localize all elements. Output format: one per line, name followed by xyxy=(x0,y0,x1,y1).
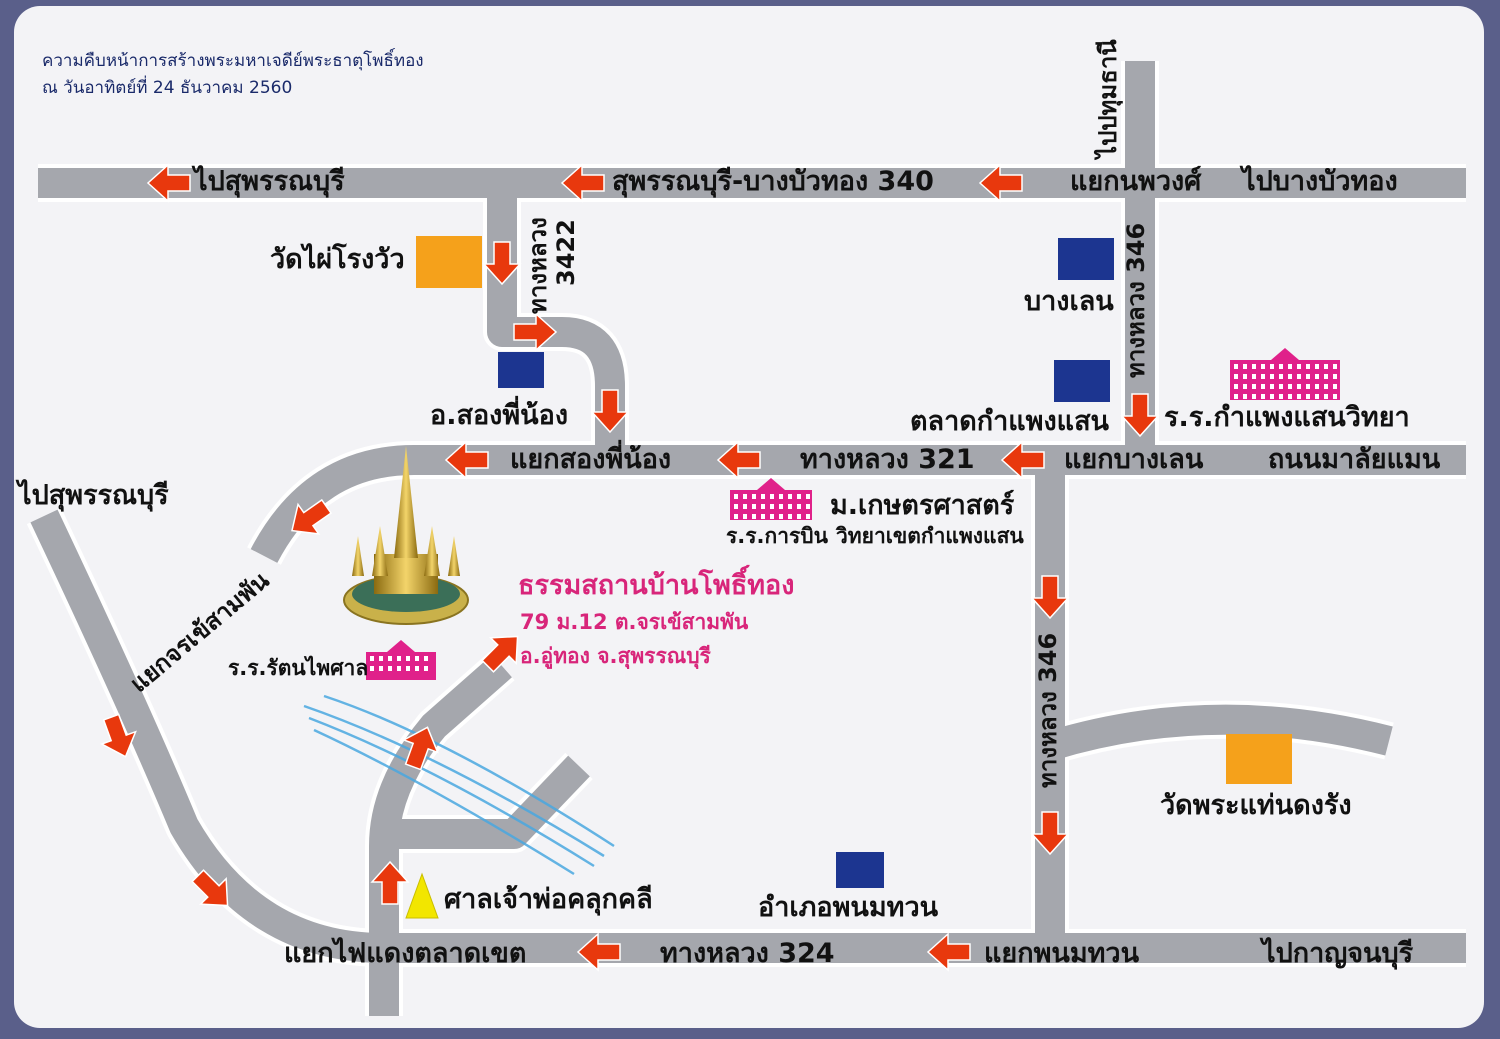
route-346-north-label: ทางหลวง 346 xyxy=(1122,222,1150,378)
map-header: ความคืบหน้าการสร้างพระมหาเจดีย์พระธาตุโพ… xyxy=(42,48,424,102)
arrow-icon xyxy=(401,726,439,771)
talad-kamphaengsaen-label: ตลาดกำแพงแสน xyxy=(910,406,1110,437)
route-340-label: สุพรรณบุรี-บางบัวทอง 340 xyxy=(612,166,934,197)
arrow-icon xyxy=(481,635,519,673)
route-346-south-label: ทางหลวง 346 xyxy=(1034,632,1062,788)
district-marker-icon xyxy=(1054,360,1110,402)
arrow-icon xyxy=(482,241,522,286)
arrow-icon xyxy=(590,389,630,434)
banglen-district-label: บางเลน xyxy=(1024,286,1114,317)
phanomthuan-junction-label: แยกพนมทวน xyxy=(984,938,1140,969)
arrow-icon xyxy=(146,163,191,203)
header-date: ณ วันอาทิตย์ที่ 24 ธันวาคม 2560 xyxy=(42,78,293,98)
arrow-icon xyxy=(716,440,761,480)
route-map xyxy=(26,61,1466,1016)
pagoda-icon xyxy=(343,446,469,625)
to-bangbuathong-label: ไปบางบัวทอง xyxy=(1242,166,1398,197)
river xyxy=(303,694,615,876)
header-title: ความคืบหน้าการสร้างพระมหาเจดีย์พระธาตุโพ… xyxy=(42,51,424,71)
arrow-icon xyxy=(1030,811,1070,856)
wat-phra-thaen-label: วัดพระแท่นดงรัง xyxy=(1160,790,1352,821)
district-marker-icon xyxy=(1058,238,1114,280)
shrine-label: ศาลเจ้าพ่อคลุกคลี xyxy=(444,884,653,915)
arrow-icon xyxy=(99,713,137,758)
arrow-icon xyxy=(1030,575,1070,620)
destination-address-line2: อ.อู่ทอง จ.สุพรรณบุรี xyxy=(520,644,711,668)
taladkhet-junction-label: แยกไฟแดงตลาดเขต xyxy=(284,938,527,969)
route-324-label: ทางหลวง 324 xyxy=(660,938,835,969)
school-building-icon xyxy=(366,640,436,680)
shrine-triangle-icon xyxy=(405,872,439,919)
district-marker-icon xyxy=(498,352,544,388)
school-karnbin-label: ร.ร.การบิน xyxy=(726,524,828,548)
to-pathumthani-label: ไปปทุมธานี xyxy=(1094,39,1122,158)
destination-name: ธรรมสถานบ้านโพธิ์ทอง xyxy=(518,570,795,601)
malaiman-road-label: ถนนมาลัยแมน xyxy=(1268,444,1441,475)
arrow-icon xyxy=(513,312,558,352)
wat-phai-rongwua-label: วัดไผ่โรงวัว xyxy=(270,244,405,275)
arrow-icon xyxy=(191,869,229,907)
amphoe-phanomthuan-label: อำเภอพนมทวน xyxy=(758,892,939,923)
kasetsart-label: ม.เกษตรศาสตร์ xyxy=(830,490,1015,521)
songphinong-junction-label: แยกสองพี่น้อง xyxy=(510,444,672,475)
destination-address-line1: 79 ม.12 ต.จรเข้สามพัน xyxy=(520,610,749,634)
banglen-junction-label: แยกบางเลน xyxy=(1064,444,1204,475)
school-rattanapaisan-label: ร.ร.รัตนไพศาล xyxy=(228,656,369,680)
arrow-icon xyxy=(291,498,333,535)
arrow-icon xyxy=(560,163,605,203)
district-marker-icon xyxy=(836,852,884,888)
arrow-icon xyxy=(978,163,1023,203)
map-card: ความคืบหน้าการสร้างพระมหาเจดีย์พระธาตุโพ… xyxy=(14,6,1484,1028)
arrow-icon xyxy=(444,440,489,480)
arrow-icon xyxy=(370,860,410,905)
arrow-icon xyxy=(926,932,971,972)
school-building-icon xyxy=(730,478,812,520)
school-building-icon xyxy=(1230,348,1340,400)
temple-marker-icon xyxy=(416,236,482,288)
school-kamphaengsaen-label: ร.ร.กำแพงแสนวิทยา xyxy=(1164,402,1410,433)
route-3422-label-b: 3422 xyxy=(552,219,580,286)
arrow-icon xyxy=(1000,440,1045,480)
route-3422-label-a: ทางหลวง xyxy=(524,217,552,314)
to-suphanburi-left-label: ไปสุพรรณบุรี xyxy=(18,480,169,511)
temple-marker-icon xyxy=(1226,734,1292,784)
kamphaengsaen-campus-label: วิทยาเขตกำแพงแสน xyxy=(836,524,1024,548)
nopphawong-junction-label: แยกนพวงศ์ xyxy=(1070,166,1202,197)
song-phi-nong-district-label: อ.สองพี่น้อง xyxy=(430,400,569,431)
to-kanchanaburi-label: ไปกาญจนบุรี xyxy=(1262,938,1414,969)
arrow-icon xyxy=(576,932,621,972)
arrow-icon xyxy=(1120,393,1160,438)
route-321-label: ทางหลวง 321 xyxy=(800,444,975,475)
to-suphanburi-top-label: ไปสุพรรณบุรี xyxy=(194,166,345,197)
